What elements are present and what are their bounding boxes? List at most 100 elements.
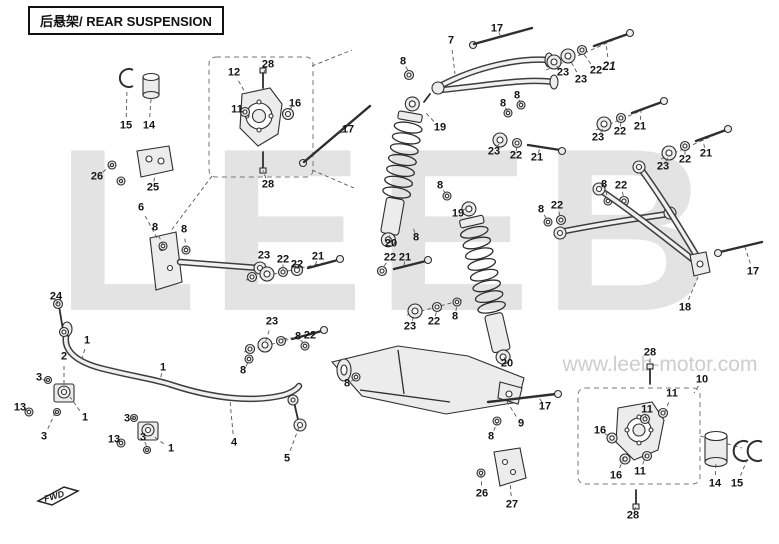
part-callout-22: 22 — [550, 199, 564, 212]
part-callout-27: 27 — [505, 498, 519, 511]
part-callout-22: 22 — [383, 251, 397, 264]
part-callout-3: 3 — [139, 431, 147, 444]
part-callout-24: 24 — [49, 290, 63, 303]
part-callout-4: 4 — [230, 436, 238, 449]
part-callout-3: 3 — [35, 371, 43, 384]
part-callout-8: 8 — [239, 364, 247, 377]
part-callout-8: 8 — [499, 97, 507, 110]
part-callout-22: 22 — [678, 153, 692, 166]
part-callout-22: 22 — [303, 329, 317, 342]
rear-a-arm — [592, 160, 764, 277]
part-callout-26: 26 — [475, 487, 489, 500]
part-callout-21: 21 — [602, 59, 616, 73]
part-callout-28: 28 — [261, 178, 275, 191]
part-callout-18: 18 — [678, 301, 692, 314]
part-callout-21: 21 — [633, 120, 647, 133]
leader-lines — [23, 32, 751, 512]
part-callout-28: 28 — [261, 58, 275, 71]
part-callout-21: 21 — [699, 147, 713, 160]
part-callout-8: 8 — [513, 89, 521, 102]
part-callout-22: 22 — [427, 315, 441, 328]
stabilizer-links-clamps — [24, 298, 159, 455]
page-title: 后悬架/ REAR SUSPENSION — [40, 14, 212, 29]
shock-absorber-front — [380, 96, 423, 248]
part-callout-6: 6 — [137, 201, 145, 214]
part-callout-22: 22 — [613, 125, 627, 138]
part-callout-7: 7 — [447, 34, 455, 47]
part-callout-22: 22 — [276, 253, 290, 266]
part-callout-22: 22 — [290, 258, 304, 271]
part-callout-12: 12 — [227, 66, 241, 79]
part-callout-1: 1 — [83, 334, 91, 347]
part-callout-15: 15 — [730, 477, 744, 490]
part-callout-11: 11 — [666, 387, 678, 400]
part-callout-17: 17 — [341, 123, 355, 136]
part-callout-11: 11 — [634, 465, 646, 478]
part-callout-14: 14 — [708, 477, 722, 490]
part-callout-14: 14 — [142, 119, 156, 132]
part-callout-11: 11 — [641, 403, 653, 416]
part-callout-8: 8 — [151, 221, 159, 234]
part-callout-16: 16 — [609, 469, 623, 482]
part-callout-9: 9 — [517, 417, 525, 430]
watermark-url: www.leeb-motor.com — [562, 353, 758, 376]
part-callout-23: 23 — [265, 315, 279, 328]
hardware-chain-top-right — [546, 28, 635, 70]
part-callout-16: 16 — [288, 97, 302, 110]
part-callout-23: 23 — [574, 73, 588, 86]
part-callout-21: 21 — [311, 250, 325, 263]
bracket-25 — [107, 145, 174, 186]
hardware-chain-right-1 — [596, 96, 669, 132]
part-callout-3: 3 — [123, 412, 131, 425]
part-callout-8: 8 — [487, 430, 495, 443]
title-box: 后悬架/ REAR SUSPENSION — [28, 6, 224, 35]
part-callout-17: 17 — [490, 22, 504, 35]
part-callout-8: 8 — [399, 55, 407, 68]
bushing-circlip-top-left — [118, 68, 160, 100]
hardware-chain-right-2 — [661, 124, 733, 161]
part-callout-11: 11 — [231, 103, 243, 116]
part-callout-8: 8 — [294, 330, 302, 343]
upper-a-arm — [403, 26, 559, 103]
part-callout-8: 8 — [412, 231, 420, 244]
part-callout-23: 23 — [656, 160, 670, 173]
shock-absorber-rear — [459, 201, 511, 365]
part-callout-22: 22 — [509, 149, 523, 162]
part-callout-15: 15 — [119, 119, 133, 132]
part-callout-2: 2 — [60, 350, 68, 363]
fwd-arrow: FWD — [36, 486, 80, 506]
part-callout-22: 22 — [614, 179, 628, 192]
part-callout-23: 23 — [591, 131, 605, 144]
hardware-chain-mid — [492, 132, 567, 156]
part-callout-23: 23 — [257, 249, 271, 262]
part-callout-23: 23 — [487, 145, 501, 158]
part-callout-19: 19 — [433, 121, 447, 134]
part-callout-5: 5 — [283, 452, 291, 465]
part-callout-23: 23 — [403, 320, 417, 333]
small-nuts — [442, 100, 526, 201]
part-callout-1: 1 — [159, 361, 167, 374]
bolt-17-upper — [298, 104, 372, 168]
part-callout-25: 25 — [146, 181, 160, 194]
part-callout-17: 17 — [538, 400, 552, 413]
part-callout-20: 20 — [384, 237, 398, 250]
bushing-circlip-bottom-right — [704, 430, 763, 468]
part-callout-8: 8 — [537, 203, 545, 216]
part-callout-13: 13 — [107, 433, 121, 446]
stabilizer-bar — [61, 321, 307, 432]
part-callout-8: 8 — [600, 178, 608, 191]
part-callout-3: 3 — [40, 430, 48, 443]
part-callout-21: 21 — [530, 151, 544, 164]
hardware-chain-lower-left — [244, 325, 329, 364]
part-callout-23: 23 — [556, 66, 570, 79]
swingarm — [330, 255, 563, 426]
part-callout-28: 28 — [643, 346, 657, 359]
part-callout-8: 8 — [436, 179, 444, 192]
part-callout-22: 22 — [589, 64, 603, 77]
front-upper-arm-left — [149, 231, 267, 291]
part-callout-19: 19 — [451, 207, 465, 220]
part-callout-8: 8 — [451, 310, 459, 323]
part-callout-21: 21 — [398, 251, 412, 264]
